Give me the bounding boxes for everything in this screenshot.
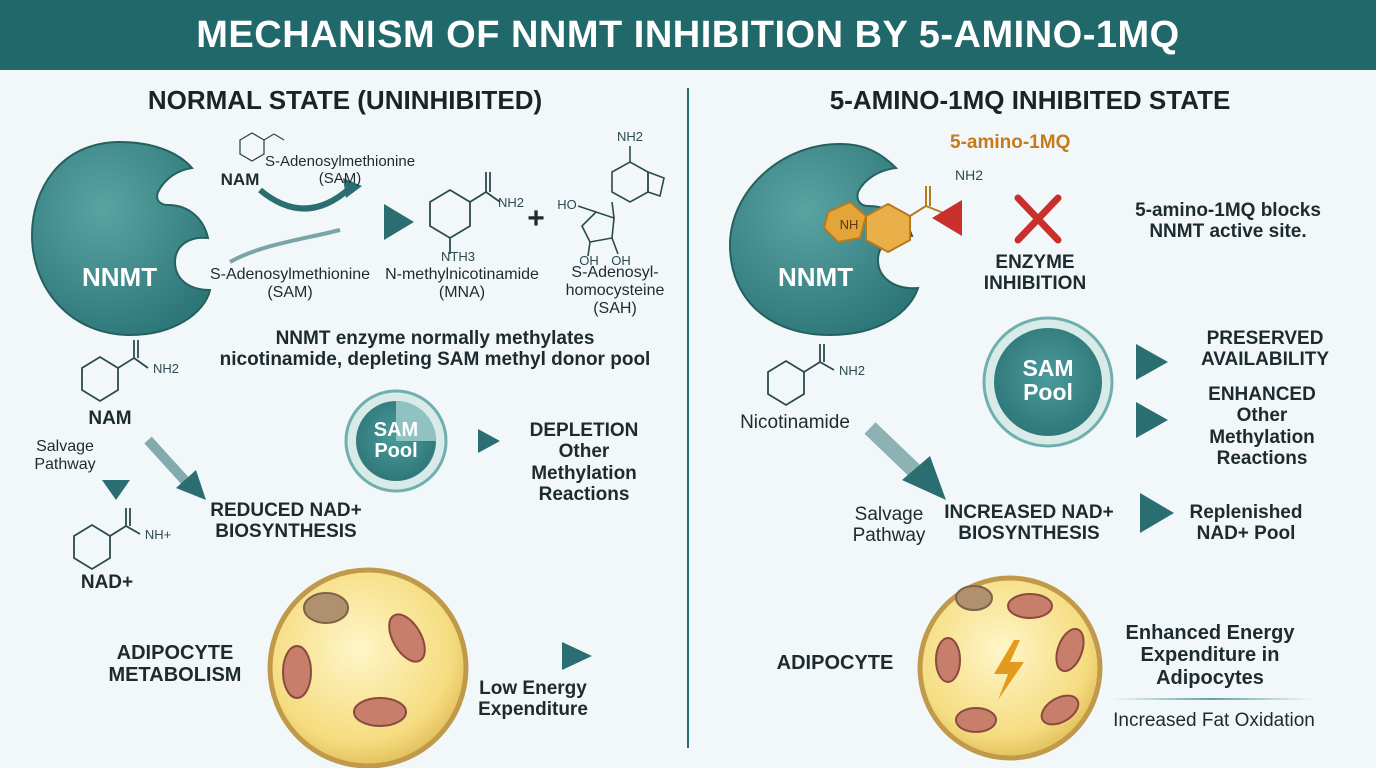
inhibitor-label: 5-amino-1MQ xyxy=(950,132,1071,153)
sam-top-label: S-Adenosylmethionine (SAM) xyxy=(264,153,416,187)
nam-small-structure xyxy=(239,132,285,162)
nam-label: NAM xyxy=(88,408,132,429)
left-description: NNMT enzyme normally methylates nicotina… xyxy=(219,328,651,371)
inhibitor-nh-label: NH xyxy=(839,217,859,232)
adipocyte-left-nucleus xyxy=(303,592,349,624)
right-heading: 5-AMINO-1MQ INHIBITED STATE xyxy=(829,85,1231,115)
nnmt-label-left: NNMT xyxy=(82,262,158,292)
mna-chem-label: NTH3 xyxy=(441,249,475,264)
replenished-label: Replenished NAD+ Pool xyxy=(1189,502,1303,545)
mitochondria-right xyxy=(935,593,1085,733)
nh-plus-label: NH+ xyxy=(144,527,172,542)
sah-nh2-label: NH2 xyxy=(616,129,643,144)
sam-pool-right-core xyxy=(994,328,1102,436)
mitochondria-left xyxy=(282,613,426,727)
enhanced-methyl-label: ENHANCED Other Methylation Reactions xyxy=(1208,384,1316,469)
adipocyte-right-nucleus xyxy=(955,585,993,611)
nam-top-label: NAM xyxy=(220,170,260,189)
sah-structure xyxy=(577,146,665,257)
sah-label: S-Adenosyl- homocysteine (SAH) xyxy=(565,264,665,317)
inhibition-x-icon xyxy=(1014,194,1062,244)
nad-label: NAD+ xyxy=(80,572,134,593)
enzyme-inhibition-label: ENZYME INHIBITION xyxy=(983,252,1087,295)
reduced-nad-arrow xyxy=(144,436,192,488)
plus-sign: + xyxy=(527,202,545,235)
enhanced-methyl-arrowhead xyxy=(1136,402,1168,438)
sam-pool-left-depleted xyxy=(396,401,436,441)
mna-label: N-methylnicotinamide (MNA) xyxy=(385,266,539,301)
nicotinamide-structure xyxy=(767,344,835,407)
low-energy-arrowhead xyxy=(562,642,592,670)
salvage-label-left: Salvage Pathway xyxy=(34,438,96,473)
main-reaction-arrowhead xyxy=(384,204,414,240)
sam-curve-arrowhead xyxy=(343,178,362,198)
nnmt-enzyme-right-shape xyxy=(728,142,920,337)
low-energy-label: Low Energy Expenditure xyxy=(478,678,588,721)
nicotinamide-nh2-label: NH2 xyxy=(838,363,865,378)
title-bar: MECHANISM OF NNMT INHIBITION BY 5-AMINO-… xyxy=(0,0,1376,70)
inhibitor-nh2-label: NH2 xyxy=(954,167,983,183)
increased-nad-label: INCREASED NAD+ BIOSYNTHESIS xyxy=(944,502,1114,545)
nicotinamide-label: Nicotinamide xyxy=(740,412,850,433)
lightning-icon xyxy=(994,640,1024,700)
sam-pool-left-label: SAM Pool xyxy=(373,419,419,462)
preserved-arrowhead xyxy=(1136,344,1168,380)
sam-pool-right-label: SAM Pool xyxy=(1022,355,1074,406)
fat-oxidation-label: Increased Fat Oxidation xyxy=(1113,710,1315,731)
preserved-label: PRESERVED AVAILABILITY xyxy=(1200,328,1330,371)
replenished-arrowhead xyxy=(1140,493,1174,533)
sam-bottom-label: S-Adenosylmethionine (SAM) xyxy=(209,266,371,301)
mna-structure xyxy=(429,172,501,254)
reduced-nad-arrowhead xyxy=(176,470,206,500)
sah-oh1-label: OH xyxy=(579,253,599,268)
sah-oh2-label: OH xyxy=(611,253,631,268)
adipocyte-right-label: ADIPOCYTE xyxy=(776,652,894,674)
nam-structure xyxy=(81,340,149,403)
depletion-arrowhead xyxy=(478,429,500,453)
salvage-arrowhead-left xyxy=(102,480,130,500)
adipocyte-left-label: ADIPOCYTE METABOLISM xyxy=(108,642,242,687)
left-heading: NORMAL STATE (UNINHIBITED) xyxy=(147,85,543,115)
depletion-label: DEPLETION Other Methylation Reactions xyxy=(529,420,639,505)
nnmt-label-right: NNMT xyxy=(778,262,854,292)
energy-divider xyxy=(1112,698,1312,700)
sam-curve-arrow xyxy=(258,185,353,212)
salvage-arrowhead-right xyxy=(902,456,946,500)
nam-nh2-label: NH2 xyxy=(152,361,179,376)
blocks-label: 5-amino-1MQ blocks NNMT active site. xyxy=(1135,200,1321,243)
nad-structure xyxy=(73,508,141,571)
inhibitor-structure xyxy=(822,186,947,254)
enhanced-energy-label: Enhanced Energy Expenditure in Adipocyte… xyxy=(1125,622,1295,689)
inhibition-arrowhead xyxy=(932,200,962,236)
sah-ho-label: HO xyxy=(557,197,577,212)
nnmt-enzyme-left-shape xyxy=(30,140,212,337)
sam-lower-curve xyxy=(229,228,341,264)
salvage-arrow-right xyxy=(864,422,924,480)
salvage-label-right: Salvage Pathway xyxy=(852,504,926,547)
reduced-nad-label: REDUCED NAD+ BIOSYNTHESIS xyxy=(210,500,362,543)
section-divider xyxy=(687,88,689,748)
page-title: MECHANISM OF NNMT INHIBITION BY 5-AMINO-… xyxy=(196,13,1180,56)
mna-nh2-label: NH2 xyxy=(497,195,524,210)
